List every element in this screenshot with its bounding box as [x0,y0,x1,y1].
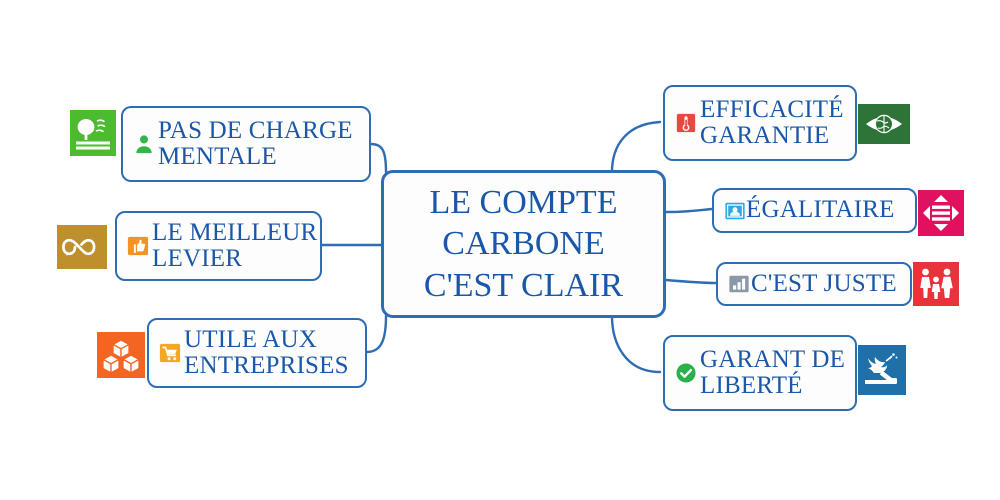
branch-label-egalitaire: ÉGALITAIRE [746,196,895,224]
branch-node-pas-de-charge-mentale[interactable]: PAS DE CHARGE MENTALE [121,106,371,182]
shopping-cart-icon [159,343,181,363]
central-node-label: LE COMPTE CARBONE C'EST CLAIR [423,183,624,304]
branch-label-utile-aux-entreprises: UTILE AUX ENTREPRISES [184,325,349,379]
check-circle-icon [676,363,696,383]
four-arrows-icon[interactable] [918,190,964,236]
dove-gavel-icon[interactable] [858,345,906,395]
park-tree-icon[interactable] [70,110,116,156]
branch-node-le-meilleur-levier[interactable]: LE MEILLEUR LEVIER [115,211,322,281]
branch-node-garant-de-liberte[interactable]: GARANT DE LIBERTÉ [663,335,857,411]
central-node[interactable]: LE COMPTE CARBONE C'EST CLAIR [381,170,666,318]
bar-chart-icon [729,275,749,293]
connector-right-1 [610,120,662,174]
connector-right-2 [664,207,714,214]
person-green-icon [136,135,152,154]
connector-right-4 [610,314,662,374]
branch-label-le-meilleur-levier: LE MEILLEUR LEVIER [152,218,318,272]
cubes-icon[interactable] [97,332,145,378]
branch-label-garant-de-liberte: GARANT DE LIBERTÉ [700,345,846,399]
infinity-loop-icon[interactable] [57,225,107,269]
branch-label-pas-de-charge-mentale: PAS DE CHARGE MENTALE [158,116,353,170]
contact-card-icon [725,202,745,219]
connector-right-3 [664,278,718,285]
branch-node-egalitaire[interactable]: ÉGALITAIRE [712,188,917,233]
branch-label-cest-juste: C'EST JUSTE [751,269,897,297]
connector-left-1 [369,142,388,174]
thermometer-icon [676,113,696,133]
branch-node-cest-juste[interactable]: C'EST JUSTE [716,262,912,306]
family-icon[interactable] [913,262,959,306]
thumbs-up-icon [127,236,149,256]
branch-label-efficacite-garantie: EFFICACITÉ GARANTIE [700,95,844,149]
branch-node-efficacite-garantie[interactable]: EFFICACITÉ GARANTIE [663,85,857,161]
branch-node-utile-aux-entreprises[interactable]: UTILE AUX ENTREPRISES [147,318,367,388]
eye-globe-icon[interactable] [858,104,910,144]
connector-left-3 [365,314,388,354]
